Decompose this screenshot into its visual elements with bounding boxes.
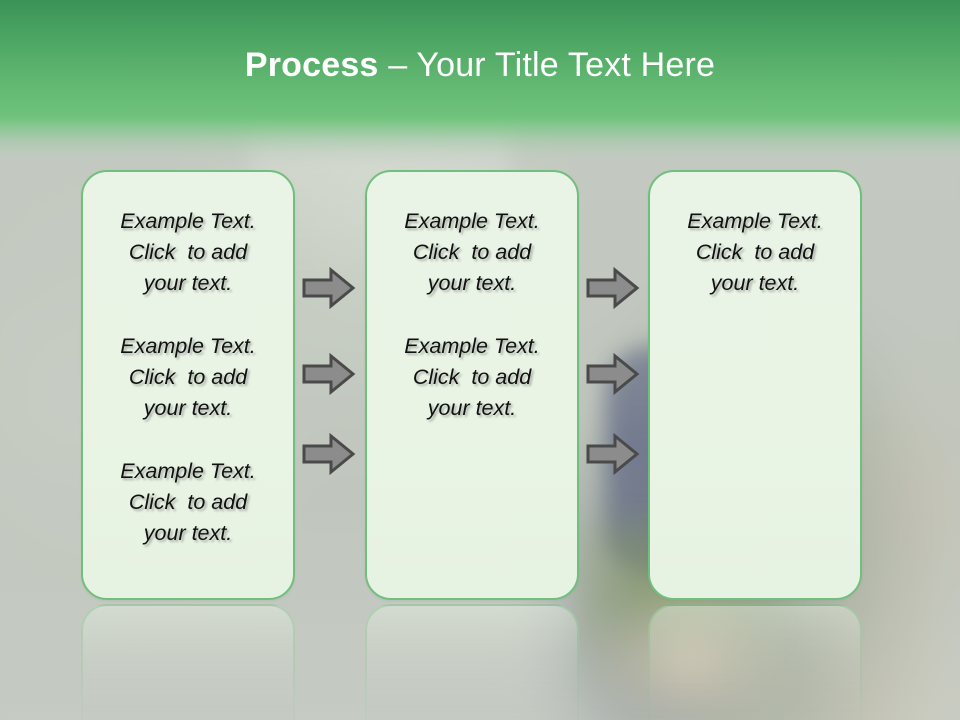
process-box-column-1[interactable]: Example Text. Click to add your text. Ex… bbox=[81, 170, 295, 600]
process-box-column-1-content: Example Text. Click to add your text. Ex… bbox=[97, 206, 279, 549]
right-arrow-icon[interactable] bbox=[301, 266, 357, 310]
process-box-column-3[interactable]: Example Text. Click to add your text. bbox=[648, 170, 862, 600]
text-placeholder[interactable]: Example Text. Click to add your text. bbox=[404, 209, 540, 295]
text-placeholder[interactable]: Example Text. Click to add your text. bbox=[404, 334, 540, 420]
page-title-bold: Process bbox=[244, 46, 379, 84]
reflection-column-3 bbox=[648, 604, 862, 720]
page-title-rest: – Your Title Text Here bbox=[378, 46, 716, 84]
right-arrow-icon[interactable] bbox=[585, 432, 641, 476]
right-arrow-icon[interactable] bbox=[301, 352, 357, 396]
right-arrow-icon[interactable] bbox=[301, 432, 357, 476]
process-box-column-2[interactable]: Example Text. Click to add your text. Ex… bbox=[365, 170, 579, 600]
text-placeholder[interactable]: Example Text. Click to add your text. bbox=[120, 209, 256, 295]
process-box-column-2-content: Example Text. Click to add your text. Ex… bbox=[381, 206, 563, 424]
text-placeholder[interactable]: Example Text. Click to add your text. bbox=[687, 209, 823, 295]
text-placeholder[interactable]: Example Text. Click to add your text. bbox=[120, 459, 256, 545]
right-arrow-icon[interactable] bbox=[585, 266, 641, 310]
process-box-column-3-content: Example Text. Click to add your text. bbox=[664, 206, 846, 299]
text-placeholder[interactable]: Example Text. Click to add your text. bbox=[120, 334, 256, 420]
header-band bbox=[0, 0, 960, 120]
header-fade bbox=[0, 118, 960, 170]
right-arrow-icon[interactable] bbox=[585, 352, 641, 396]
reflection-column-2 bbox=[365, 604, 579, 720]
reflection-column-1 bbox=[81, 604, 295, 720]
page-title: Process – Your Title Text Here bbox=[0, 46, 960, 85]
